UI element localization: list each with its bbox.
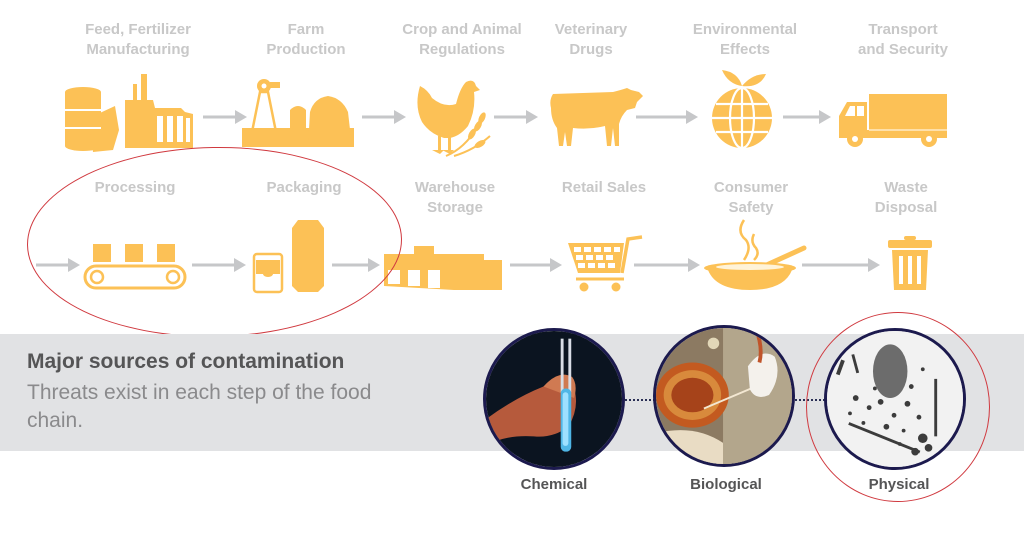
flow-arrow	[203, 110, 247, 124]
flow-arrow	[494, 110, 538, 124]
silo-sack-factory-icon	[63, 70, 198, 155]
source-label-physical: Physical	[868, 476, 930, 493]
flow-arrow	[634, 258, 700, 272]
step-label-transport: Transport and Security	[857, 21, 949, 58]
flow-arrow	[36, 258, 80, 272]
can-carton-icon	[252, 218, 328, 294]
step-label-feed: Feed, Fertilizer Manufacturing	[85, 21, 191, 58]
steaming-bowl-icon	[700, 218, 808, 294]
warehouse-icon	[384, 240, 504, 292]
step-label-waste: Waste Disposal	[874, 179, 938, 216]
chicken-wheat-icon	[410, 76, 492, 158]
flow-arrow	[332, 258, 380, 272]
flow-arrow	[510, 258, 562, 272]
flow-arrow	[783, 110, 831, 124]
source-label-chemical: Chemical	[520, 476, 588, 493]
physical-image	[824, 328, 966, 470]
step-label-packaging: Packaging	[266, 179, 342, 196]
chemical-image	[483, 328, 625, 470]
trash-can-icon	[886, 236, 934, 292]
conveyor-belt-icon	[83, 240, 187, 290]
contamination-title: Major sources of contamination	[27, 350, 345, 373]
step-label-env: Environmental Effects	[692, 21, 798, 58]
step-label-crop: Crop and Animal Regulations	[402, 21, 522, 58]
flow-arrow	[802, 258, 880, 272]
flow-arrow	[192, 258, 246, 272]
windmill-barn-icon	[242, 72, 354, 147]
source-label-biological: Biological	[690, 476, 762, 493]
dotted-connector	[622, 399, 658, 401]
step-label-warehouse: Warehouse Storage	[414, 179, 496, 216]
flow-arrow	[636, 110, 698, 124]
step-label-processing: Processing	[94, 179, 176, 196]
shopping-cart-icon	[566, 233, 646, 293]
step-label-retail: Retail Sales	[561, 179, 647, 196]
flow-arrow	[362, 110, 406, 124]
cow-icon	[549, 88, 644, 148]
biological-image	[653, 325, 795, 467]
step-label-consumer: Consumer Safety	[713, 179, 789, 216]
truck-icon	[837, 92, 949, 148]
step-label-vet: Veterinary Drugs	[554, 21, 628, 58]
globe-leaves-icon	[708, 68, 776, 148]
step-label-farm: Farm Production	[266, 21, 346, 58]
dotted-connector	[792, 399, 832, 401]
contamination-subtitle: Threats exist in each step of the food c…	[27, 381, 372, 432]
